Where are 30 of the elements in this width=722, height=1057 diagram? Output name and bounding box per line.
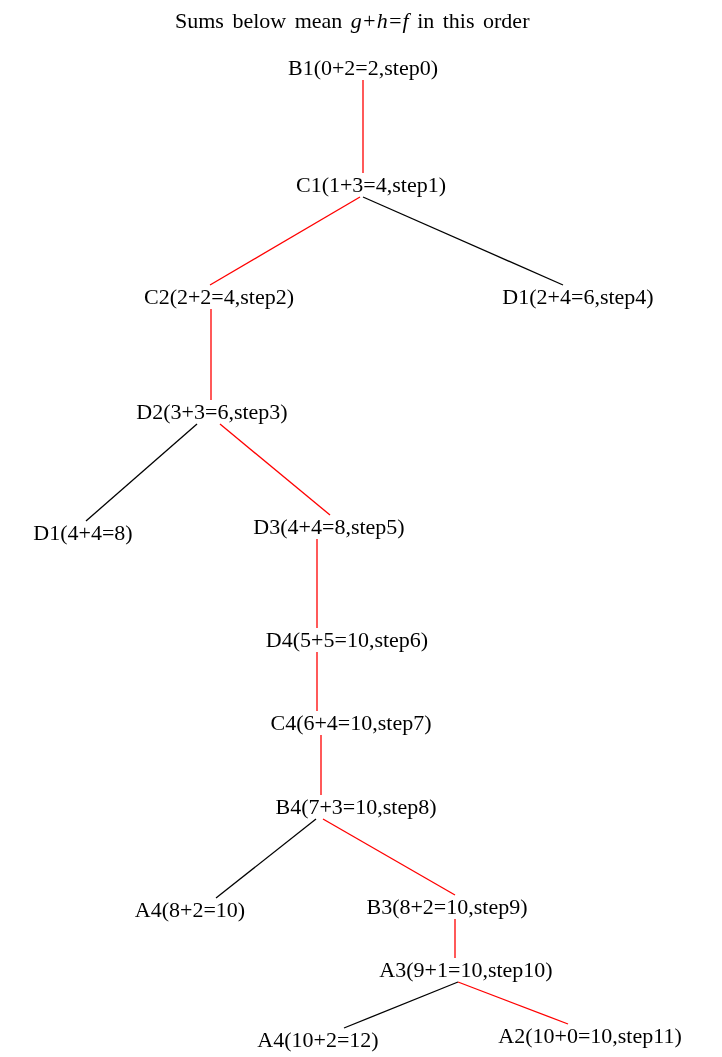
node-label: A4(8+2=10) — [134, 897, 246, 923]
node-label: B3(8+2=10,step9) — [366, 894, 528, 920]
connector-line — [209, 196, 361, 286]
node-label: C1(1+3=4,step1) — [295, 172, 447, 198]
connector-line — [316, 538, 318, 629]
node-label: A4(10+2=12) — [257, 1027, 379, 1053]
node-label: B1(0+2=2,step0) — [287, 55, 439, 81]
connector-line — [320, 734, 322, 796]
title: Sums below mean g+h=f in this order — [175, 8, 530, 34]
node-label: C4(6+4=10,step7) — [270, 710, 432, 736]
connector-line — [316, 651, 318, 712]
node-label: A3(9+1=10,step10) — [379, 957, 553, 983]
connector-line — [362, 196, 564, 286]
connector-line — [210, 308, 212, 401]
node-label: D4(5+5=10,step6) — [265, 627, 429, 653]
node-label: D1(4+4=8) — [33, 520, 133, 546]
node-label: D1(2+4=6,step4) — [502, 284, 654, 310]
connector-line — [454, 918, 456, 959]
connector-line — [362, 79, 364, 174]
connector-line — [322, 818, 456, 896]
connector-line — [219, 423, 331, 516]
connector-line — [457, 981, 569, 1025]
node-label: B4(7+3=10,step8) — [275, 794, 437, 820]
node-label: C2(2+2=4,step2) — [143, 284, 295, 310]
connector-line — [343, 981, 459, 1029]
node-label: A2(10+0=10,step11) — [498, 1023, 682, 1049]
node-label: D2(3+3=6,step3) — [136, 399, 288, 425]
connector-line — [85, 423, 198, 522]
connector-line — [215, 818, 317, 899]
node-label: D3(4+4=8,step5) — [253, 514, 405, 540]
